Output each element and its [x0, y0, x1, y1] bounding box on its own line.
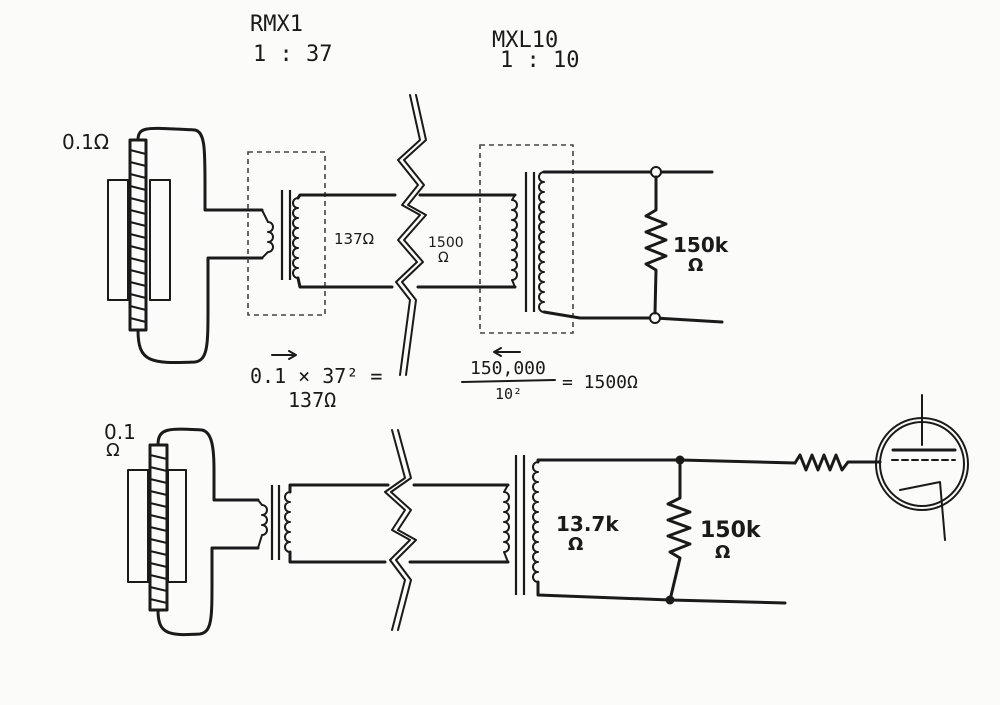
top-ribbon-microphone — [107, 126, 264, 365]
rmx1-formula-line2: 137Ω — [288, 388, 337, 412]
bottom-150k-resistor — [666, 458, 692, 602]
bottom-load-network — [536, 453, 882, 605]
bottom-rmx1-transformer — [257, 485, 291, 560]
top-150k-resistor — [644, 175, 668, 315]
bottom-break-line — [384, 429, 411, 631]
vacuum-tube — [875, 394, 969, 541]
top-right-arrow — [493, 347, 521, 357]
rmx1-ratio-label: 1 : 37 — [253, 42, 333, 67]
bottom-load-unit-label: Ω — [715, 542, 731, 563]
top-load-unit-label: Ω — [688, 255, 704, 276]
rmx1-model-label: RMX1 — [250, 12, 303, 37]
bottom-ribbon-microphone — [127, 427, 260, 637]
bottom-ribbon-resistance-value: 0.1 — [104, 420, 136, 444]
top-ribbon-resistance-label: 0.1Ω — [62, 130, 110, 154]
top-primary-impedance-label: 137Ω — [334, 230, 375, 248]
mxl10-formula-denominator: 10² — [495, 385, 523, 403]
top-ribbon-corrugation — [129, 149, 147, 323]
mxl10-formula-result: = 1500Ω — [562, 372, 638, 393]
bottom-load-value-label: 150k — [700, 518, 761, 543]
top-secondary-impedance-unit: Ω — [438, 250, 449, 266]
bottom-ribbon-resistance-unit: Ω — [106, 440, 120, 461]
bottom-ribbon-corrugation — [149, 454, 168, 604]
bottom-mxl10-transformer — [503, 455, 539, 595]
rmx1-formula-line1: 0.1 × 37² = — [250, 364, 383, 388]
reflected-impedance-value: 13.7k — [556, 512, 619, 536]
mxl10-formula-numerator: 150,000 — [470, 358, 546, 379]
mxl10-ratio-label: 1 : 10 — [500, 48, 580, 73]
mxl10-model-label: MXL10 — [492, 28, 559, 53]
top-secondary-impedance-value: 1500 — [428, 235, 464, 251]
top-break-line — [395, 94, 421, 376]
top-left-arrow — [271, 350, 297, 360]
top-load-value-label: 150k — [673, 233, 729, 257]
bottom-cable — [288, 483, 510, 564]
fraction-bar — [461, 379, 556, 383]
top-mxl10-transformer — [479, 144, 574, 334]
grid-stopper-resistor — [793, 453, 882, 472]
top-rmx1-transformer — [247, 151, 326, 316]
top-cable — [296, 193, 517, 289]
reflected-impedance-unit: Ω — [568, 534, 584, 555]
top-load-network — [542, 166, 724, 324]
